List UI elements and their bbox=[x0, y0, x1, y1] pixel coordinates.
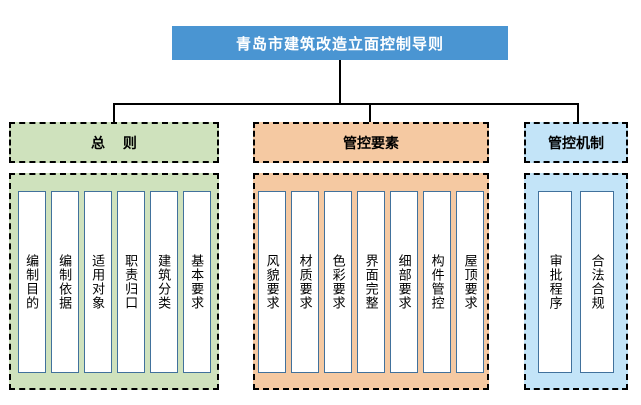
item-column-group-mechanism: 审批程序 合法合规 bbox=[538, 190, 614, 373]
connector-branch-elements bbox=[369, 103, 371, 123]
item-label: 构件管控 bbox=[429, 253, 445, 310]
list-item[interactable]: 构件管控 bbox=[423, 190, 451, 373]
group-header-mechanism: 管控机制 bbox=[524, 122, 628, 163]
list-item[interactable]: 适用对象 bbox=[83, 190, 112, 373]
item-label: 编制目的 bbox=[24, 253, 40, 310]
item-label: 编制依据 bbox=[57, 253, 73, 310]
connector-branch-mechanism bbox=[577, 103, 579, 123]
item-label: 细部要求 bbox=[396, 253, 412, 310]
item-label: 色彩要求 bbox=[330, 253, 346, 310]
diagram-title-box: 青岛市建筑改造立面控制导则 bbox=[172, 26, 508, 60]
list-item[interactable]: 屋顶要求 bbox=[456, 190, 484, 373]
list-item[interactable]: 材质要求 bbox=[291, 190, 319, 373]
item-label: 审批程序 bbox=[547, 253, 563, 310]
group-body-general: 编制目的 编制依据 适用对象 职责归口 建筑分类 基本要求 bbox=[9, 173, 219, 390]
group-body-mechanism: 审批程序 合法合规 bbox=[524, 173, 628, 390]
list-item[interactable]: 合法合规 bbox=[580, 190, 614, 373]
list-item[interactable]: 建筑分类 bbox=[149, 190, 178, 373]
list-item[interactable]: 基本要求 bbox=[182, 190, 211, 373]
group-header-elements: 管控要素 bbox=[253, 122, 489, 163]
item-column-group-elements: 风貌要求 材质要求 色彩要求 界面完整 细部要求 构件管控 屋顶要求 bbox=[258, 190, 484, 373]
diagram-title-text: 青岛市建筑改造立面控制导则 bbox=[235, 35, 444, 53]
group-header-label-elements: 管控要素 bbox=[343, 134, 399, 151]
group-header-general: 总 则 bbox=[9, 122, 219, 163]
list-item[interactable]: 界面完整 bbox=[357, 190, 385, 373]
group-body-elements: 风貌要求 材质要求 色彩要求 界面完整 细部要求 构件管控 屋顶要求 bbox=[253, 173, 489, 390]
item-label: 建筑分类 bbox=[156, 253, 172, 310]
item-label: 适用对象 bbox=[90, 253, 106, 310]
list-item[interactable]: 色彩要求 bbox=[324, 190, 352, 373]
connector-horizontal-bus bbox=[113, 103, 579, 105]
list-item[interactable]: 风貌要求 bbox=[258, 190, 286, 373]
list-item[interactable]: 职责归口 bbox=[116, 190, 145, 373]
item-label: 屋顶要求 bbox=[462, 253, 478, 310]
item-label: 基本要求 bbox=[189, 253, 205, 310]
item-column-group-general: 编制目的 编制依据 适用对象 职责归口 建筑分类 基本要求 bbox=[17, 190, 211, 373]
group-header-label-general: 总 则 bbox=[91, 134, 144, 151]
list-item[interactable]: 审批程序 bbox=[538, 190, 572, 373]
connector-title-stem bbox=[339, 60, 341, 104]
list-item[interactable]: 编制依据 bbox=[50, 190, 79, 373]
item-label: 材质要求 bbox=[297, 253, 313, 310]
item-label: 合法合规 bbox=[589, 253, 605, 310]
list-item[interactable]: 细部要求 bbox=[390, 190, 418, 373]
group-header-label-mechanism: 管控机制 bbox=[548, 134, 604, 151]
item-label: 风貌要求 bbox=[264, 253, 280, 310]
item-label: 职责归口 bbox=[123, 253, 139, 310]
item-label: 界面完整 bbox=[363, 253, 379, 310]
connector-branch-general bbox=[113, 103, 115, 123]
list-item[interactable]: 编制目的 bbox=[17, 190, 46, 373]
